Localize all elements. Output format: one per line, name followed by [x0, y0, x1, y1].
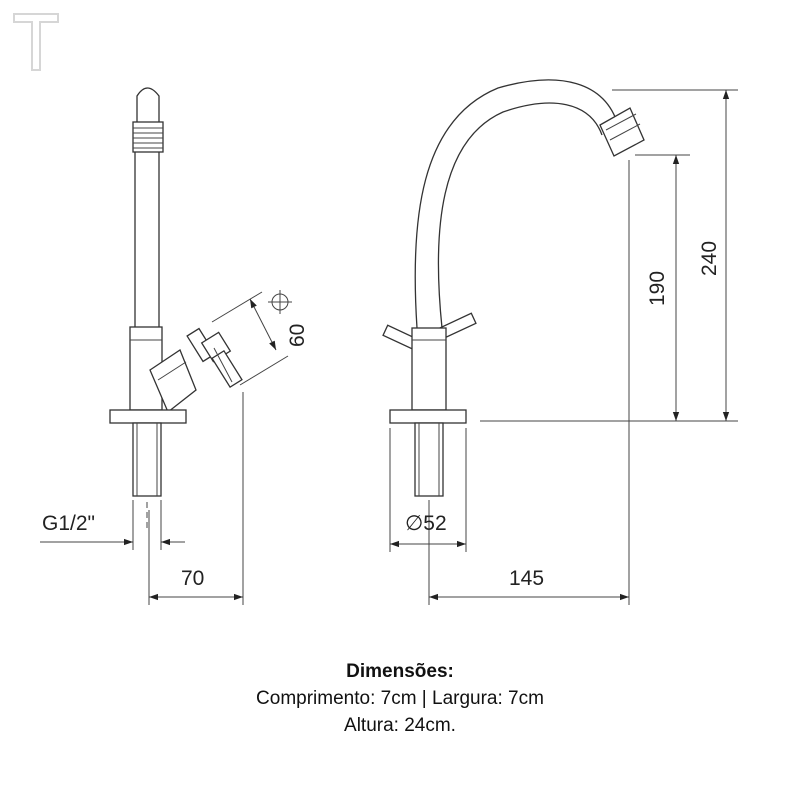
base-diameter-dimension: ∅52: [389, 428, 467, 552]
reach-dimension: 145: [429, 160, 630, 605]
caption-line-2: Altura: 24cm.: [344, 715, 456, 736]
thread-dimension: G1/2": [40, 500, 185, 550]
total-height-dimension: 240: [612, 89, 738, 421]
caption-heading: Dimensões:: [346, 661, 454, 682]
t-logo-icon: [13, 13, 59, 71]
reach-label: 145: [509, 567, 544, 590]
base-diameter-label: ∅52: [405, 512, 447, 535]
front-view-faucet: [382, 79, 645, 605]
handle-height-label: 60: [286, 324, 309, 347]
thread-label: G1/2": [42, 512, 95, 535]
side-view-faucet: [109, 87, 243, 530]
spout-height-dimension: 190: [480, 154, 738, 422]
handle-dimension: 60: [211, 290, 309, 386]
total-height-label: 240: [698, 241, 721, 276]
spout-height-label: 190: [646, 271, 669, 306]
caption-line-1: Comprimento: 7cm | Largura: 7cm: [256, 688, 544, 709]
depth-dimension: 70: [148, 392, 244, 605]
depth-label: 70: [181, 567, 204, 590]
dimensions-caption: Dimensões: Comprimento: 7cm | Largura: 7…: [0, 658, 800, 739]
